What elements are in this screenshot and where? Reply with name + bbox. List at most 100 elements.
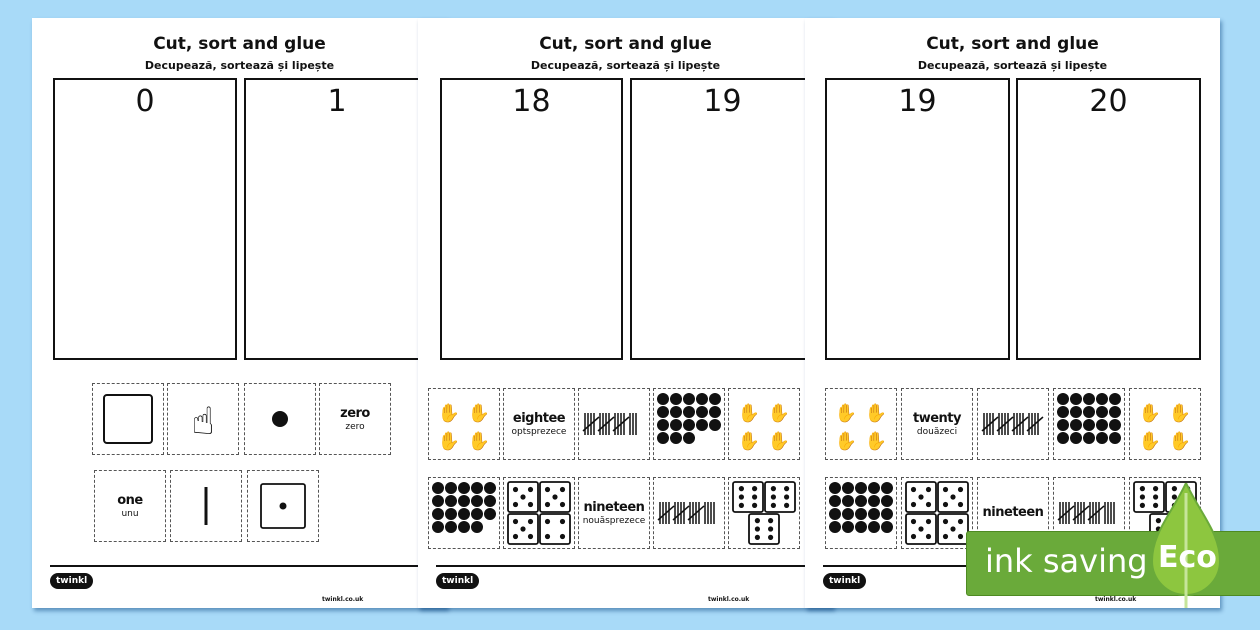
cut-out-card-hands[interactable]: ✋✋✋✋	[728, 388, 800, 460]
die-pip	[925, 518, 932, 525]
counter-dot	[1083, 432, 1095, 444]
cut-out-card-dice[interactable]	[901, 477, 973, 549]
counter-dot	[1083, 406, 1095, 418]
tally-mark	[981, 416, 999, 432]
cut-out-card-dice[interactable]	[503, 477, 575, 549]
counter-dot	[683, 393, 695, 405]
counter-dot	[829, 521, 841, 533]
die-pip	[738, 494, 744, 500]
counter-dot	[709, 419, 721, 431]
cut-out-card-tally[interactable]	[977, 388, 1049, 460]
dice-icon	[507, 481, 571, 545]
die-pip	[559, 518, 566, 525]
tally-mark	[582, 416, 600, 432]
cut-out-card-hands[interactable]: ✋✋✋✋	[428, 388, 500, 460]
cut-out-card-dice[interactable]	[728, 477, 800, 549]
die-pip	[559, 486, 566, 493]
die-pip	[942, 533, 949, 540]
counter-dot	[657, 432, 669, 444]
die-pip	[520, 526, 526, 532]
die-pip	[770, 486, 776, 492]
cut-out-card-dice[interactable]	[247, 470, 319, 542]
die-pip	[784, 494, 790, 500]
counter-dot	[657, 393, 669, 405]
sort-box-0[interactable]: 19	[825, 78, 1010, 360]
counter-dot	[1109, 419, 1121, 431]
counter-dot	[484, 508, 496, 520]
die-face	[748, 513, 780, 545]
counter-dot	[709, 406, 721, 418]
cut-out-card-square[interactable]	[92, 383, 164, 455]
tally-icon	[657, 502, 715, 524]
counter-dot	[855, 521, 867, 533]
die-pip	[520, 494, 526, 500]
hand-glyph: ✋	[1169, 430, 1191, 452]
cut-out-card-dot[interactable]	[244, 383, 316, 455]
cut-out-card-dots[interactable]	[825, 477, 897, 549]
counter-dot	[881, 495, 893, 507]
twinkl-logo: twinkl	[50, 573, 94, 589]
die-pip	[957, 501, 964, 508]
cut-out-card-tally[interactable]	[653, 477, 725, 549]
die-pip	[527, 518, 534, 525]
worksheet-title: Cut, sort and glue	[539, 34, 712, 54]
counter-dot	[842, 508, 854, 520]
die-pip	[1139, 486, 1145, 492]
sort-box-0[interactable]: 0	[53, 78, 237, 360]
twinkl-logo: twinkl	[823, 573, 867, 589]
die-pip	[1171, 494, 1177, 500]
die-pip	[512, 501, 519, 508]
counter-dot	[868, 495, 880, 507]
hand-glyph: ✋	[738, 402, 760, 424]
worksheet-title: Cut, sort and glue	[926, 34, 1099, 54]
counter-dot	[484, 482, 496, 494]
die-pip	[738, 502, 744, 508]
ink-saving-label: ink saving	[985, 542, 1148, 580]
sort-box-1[interactable]: 19	[630, 78, 815, 360]
hands-icon: ✋✋✋✋	[835, 402, 887, 452]
card-word: twenty	[913, 411, 961, 427]
die-pip	[910, 533, 917, 540]
cut-out-card-hands[interactable]: ✋✋✋✋	[1129, 388, 1201, 460]
die-face	[539, 513, 571, 545]
cut-out-card-dots[interactable]	[428, 477, 500, 549]
die-pip	[512, 486, 519, 493]
die-pip	[1139, 494, 1145, 500]
dots-icon	[829, 482, 893, 533]
cut-out-card-dots[interactable]	[653, 388, 725, 460]
die-pip	[544, 518, 551, 525]
hand-glyph: ☝	[191, 399, 214, 443]
die-pip	[1153, 486, 1159, 492]
hand-glyph: ✋	[438, 430, 460, 452]
cut-out-card-tally[interactable]	[578, 388, 650, 460]
sort-box-number: 20	[1089, 84, 1128, 119]
counter-dot	[1109, 406, 1121, 418]
hand-glyph: ✋	[738, 430, 760, 452]
footer-website: twinkl.co.uk	[708, 596, 750, 603]
counter-dot	[432, 495, 444, 507]
sort-box-1[interactable]: 1	[244, 78, 430, 360]
die-face	[732, 481, 764, 513]
cut-out-card-dots[interactable]	[1053, 388, 1125, 460]
die-pip	[754, 518, 760, 524]
sort-box-number: 19	[703, 84, 742, 119]
sort-box-0[interactable]: 18	[440, 78, 623, 360]
die-pip	[910, 486, 917, 493]
cut-out-card-hand-one[interactable]: ☝	[167, 383, 239, 455]
sort-box-1[interactable]: 20	[1016, 78, 1201, 360]
tally-mark	[1087, 505, 1105, 521]
cut-out-card-hands[interactable]: ✋✋✋✋	[825, 388, 897, 460]
cut-out-card-tally[interactable]	[170, 470, 242, 542]
hand-glyph: ✋	[865, 402, 887, 424]
counter-dot	[445, 521, 457, 533]
die-pip	[784, 502, 790, 508]
footer-divider	[436, 565, 823, 567]
card-word: nineteen	[583, 500, 645, 516]
